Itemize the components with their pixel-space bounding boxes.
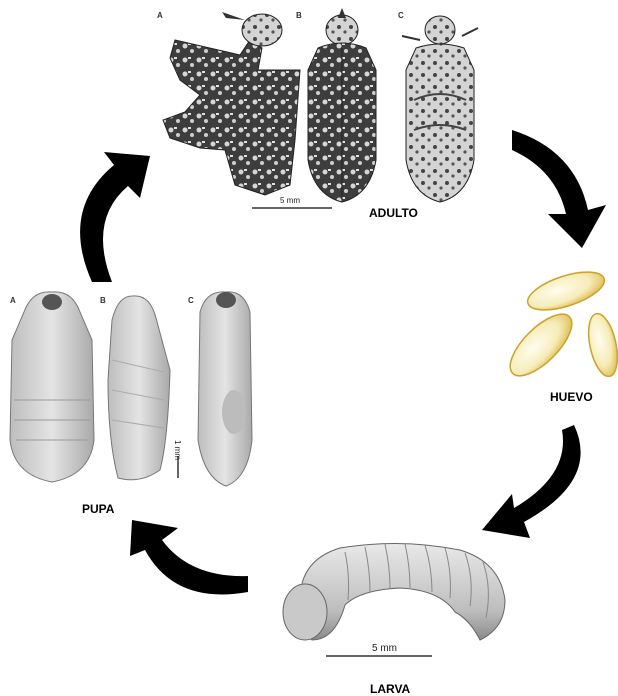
arrow-adult-to-egg [512,130,606,248]
pupa-ventral [10,292,94,482]
adult-panel-letter-a: A [157,11,163,20]
eggs-image [501,264,618,385]
stage-label-pupa: PUPA [82,502,114,516]
adult-weevil-ventral [402,16,478,202]
adult-panel-letter-c: C [398,11,404,20]
stage-label-larva: LARVA [370,682,410,696]
adult-weevil-lateral [163,12,300,195]
stage-label-egg: HUEVO [550,390,593,404]
pupa-panel-letter-a: A [10,296,16,305]
pupa-dorsal [198,292,252,486]
pupa-lateral [108,296,170,480]
larva-scale-text: 5 mm [372,643,397,654]
arrow-egg-to-larva [482,425,581,538]
stage-label-adult: ADULTO [369,206,418,220]
arrow-larva-to-pupa [130,520,248,594]
adult-weevil-dorsal [308,8,376,202]
adult-scale-text: 5 mm [280,196,300,205]
larva-image [283,543,505,640]
arrow-pupa-to-adult [80,152,150,282]
pupa-scale-text: 1 mm [173,440,182,460]
pupa-panel-letter-b: B [100,296,106,305]
pupa-panel-letter-c: C [188,296,194,305]
adult-panel-letter-b: B [296,11,302,20]
